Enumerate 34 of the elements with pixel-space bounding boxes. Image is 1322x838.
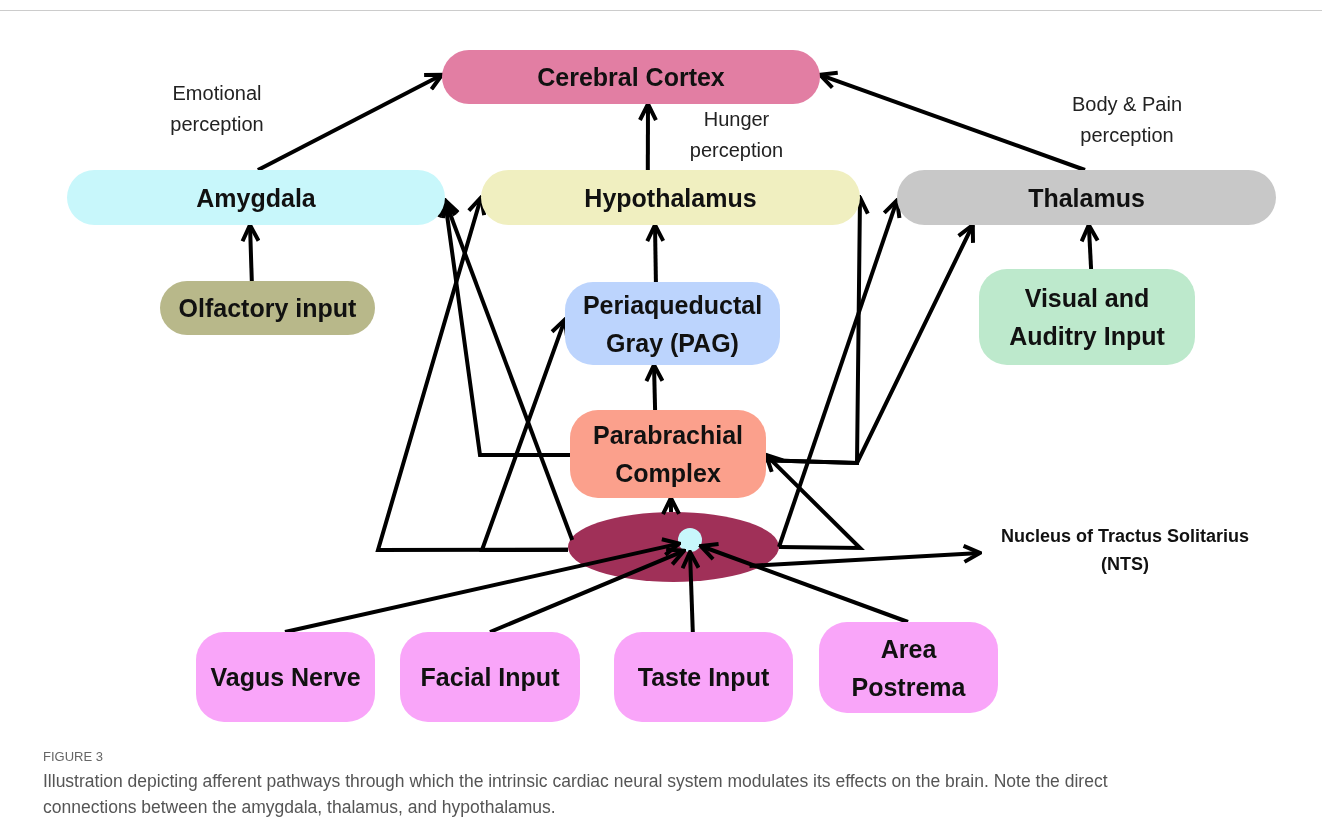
arrow <box>284 537 682 634</box>
arrow <box>637 102 658 170</box>
arrow <box>489 547 686 634</box>
caption: Illustration depicting afferent pathways through which the intrinsic cardiac neural system modulates its effects on the brain. Note the direct connections between the amygdala, thalamus, and hypothalamus. <box>43 770 1109 819</box>
nucleus-label: Nucleus of Tractus Solitarius (NTS) <box>999 525 1251 576</box>
rounded-box: Cerebral Cortex <box>442 50 820 104</box>
rounded-box: Taste Input <box>614 632 793 722</box>
arrow <box>240 223 261 282</box>
arrow <box>479 317 570 552</box>
arrow <box>764 452 865 551</box>
figure-number: FIGURE 3 <box>43 749 103 764</box>
arrow <box>749 543 982 568</box>
arrow <box>698 542 909 624</box>
rounded-box: Visual and Auditry Input <box>979 269 1195 365</box>
rounded-box: Olfactory input <box>160 281 375 335</box>
rounded-box: Periaqueductal Gray (PAG) <box>565 282 780 365</box>
rounded-box: Facial Input <box>400 632 580 722</box>
rounded-box: Parabrachial Complex <box>570 410 766 498</box>
rounded-box: Area Postrema <box>819 622 998 713</box>
arrow <box>644 363 665 411</box>
arrow <box>661 496 681 517</box>
rounded-box: Vagus Nerve <box>196 632 375 722</box>
arrow <box>437 198 570 457</box>
arrow <box>441 198 575 541</box>
arrow <box>818 70 1086 172</box>
rounded-box: Thalamus <box>897 170 1276 225</box>
arrow <box>680 550 701 633</box>
arrow <box>645 223 666 283</box>
rounded-box: Hypothalamus <box>481 170 860 225</box>
nucleus-dot <box>678 528 702 552</box>
arrow <box>777 198 902 548</box>
arrow <box>1079 223 1100 270</box>
rounded-box: Amygdala <box>67 170 445 225</box>
arrow <box>257 72 444 172</box>
